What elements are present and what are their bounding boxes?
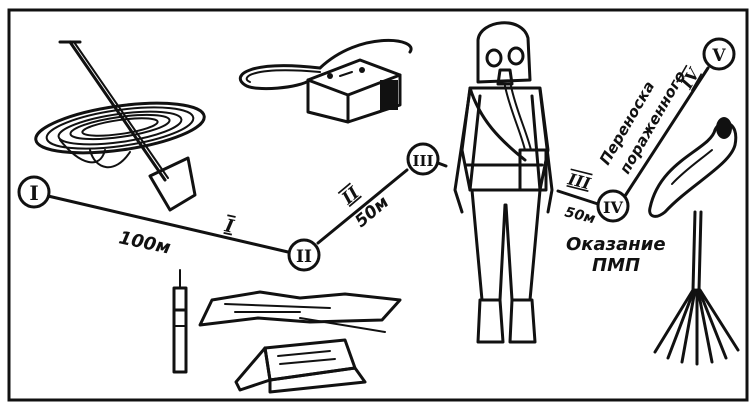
broom-icon	[655, 212, 738, 364]
face-mask-icon	[650, 117, 736, 216]
segment-1-distance: 100м	[117, 227, 173, 258]
station-4: IV	[598, 191, 628, 221]
station-1-numeral: I	[29, 181, 38, 205]
route-segment-3-sep	[438, 163, 446, 166]
station-5: V	[704, 39, 734, 69]
station-1: I	[19, 177, 49, 207]
segment-2-stage: II	[338, 183, 365, 210]
syringe-icon	[174, 270, 186, 372]
station-3-numeral: III	[412, 152, 433, 170]
route-segment-3-4	[558, 191, 601, 205]
station-5-numeral: V	[711, 46, 726, 66]
segment-3-distance: 50м	[563, 204, 597, 227]
protective-cloth-icon	[200, 292, 400, 332]
station-3: III	[408, 144, 438, 174]
first-aid-label-line1: Оказание	[566, 234, 666, 255]
segment-1-stage: I	[222, 215, 236, 238]
segment-3-stage: III	[565, 169, 593, 193]
first-aid-package-icon	[236, 340, 365, 392]
rope-coil-icon	[33, 94, 207, 167]
station-2: II	[289, 240, 319, 270]
station-2-numeral: II	[296, 247, 312, 267]
first-aid-label-line2: ПМП	[592, 255, 640, 276]
station-4-numeral: IV	[603, 198, 623, 217]
dosimeter-device-icon	[240, 40, 411, 122]
protective-suit-figure	[455, 23, 552, 342]
